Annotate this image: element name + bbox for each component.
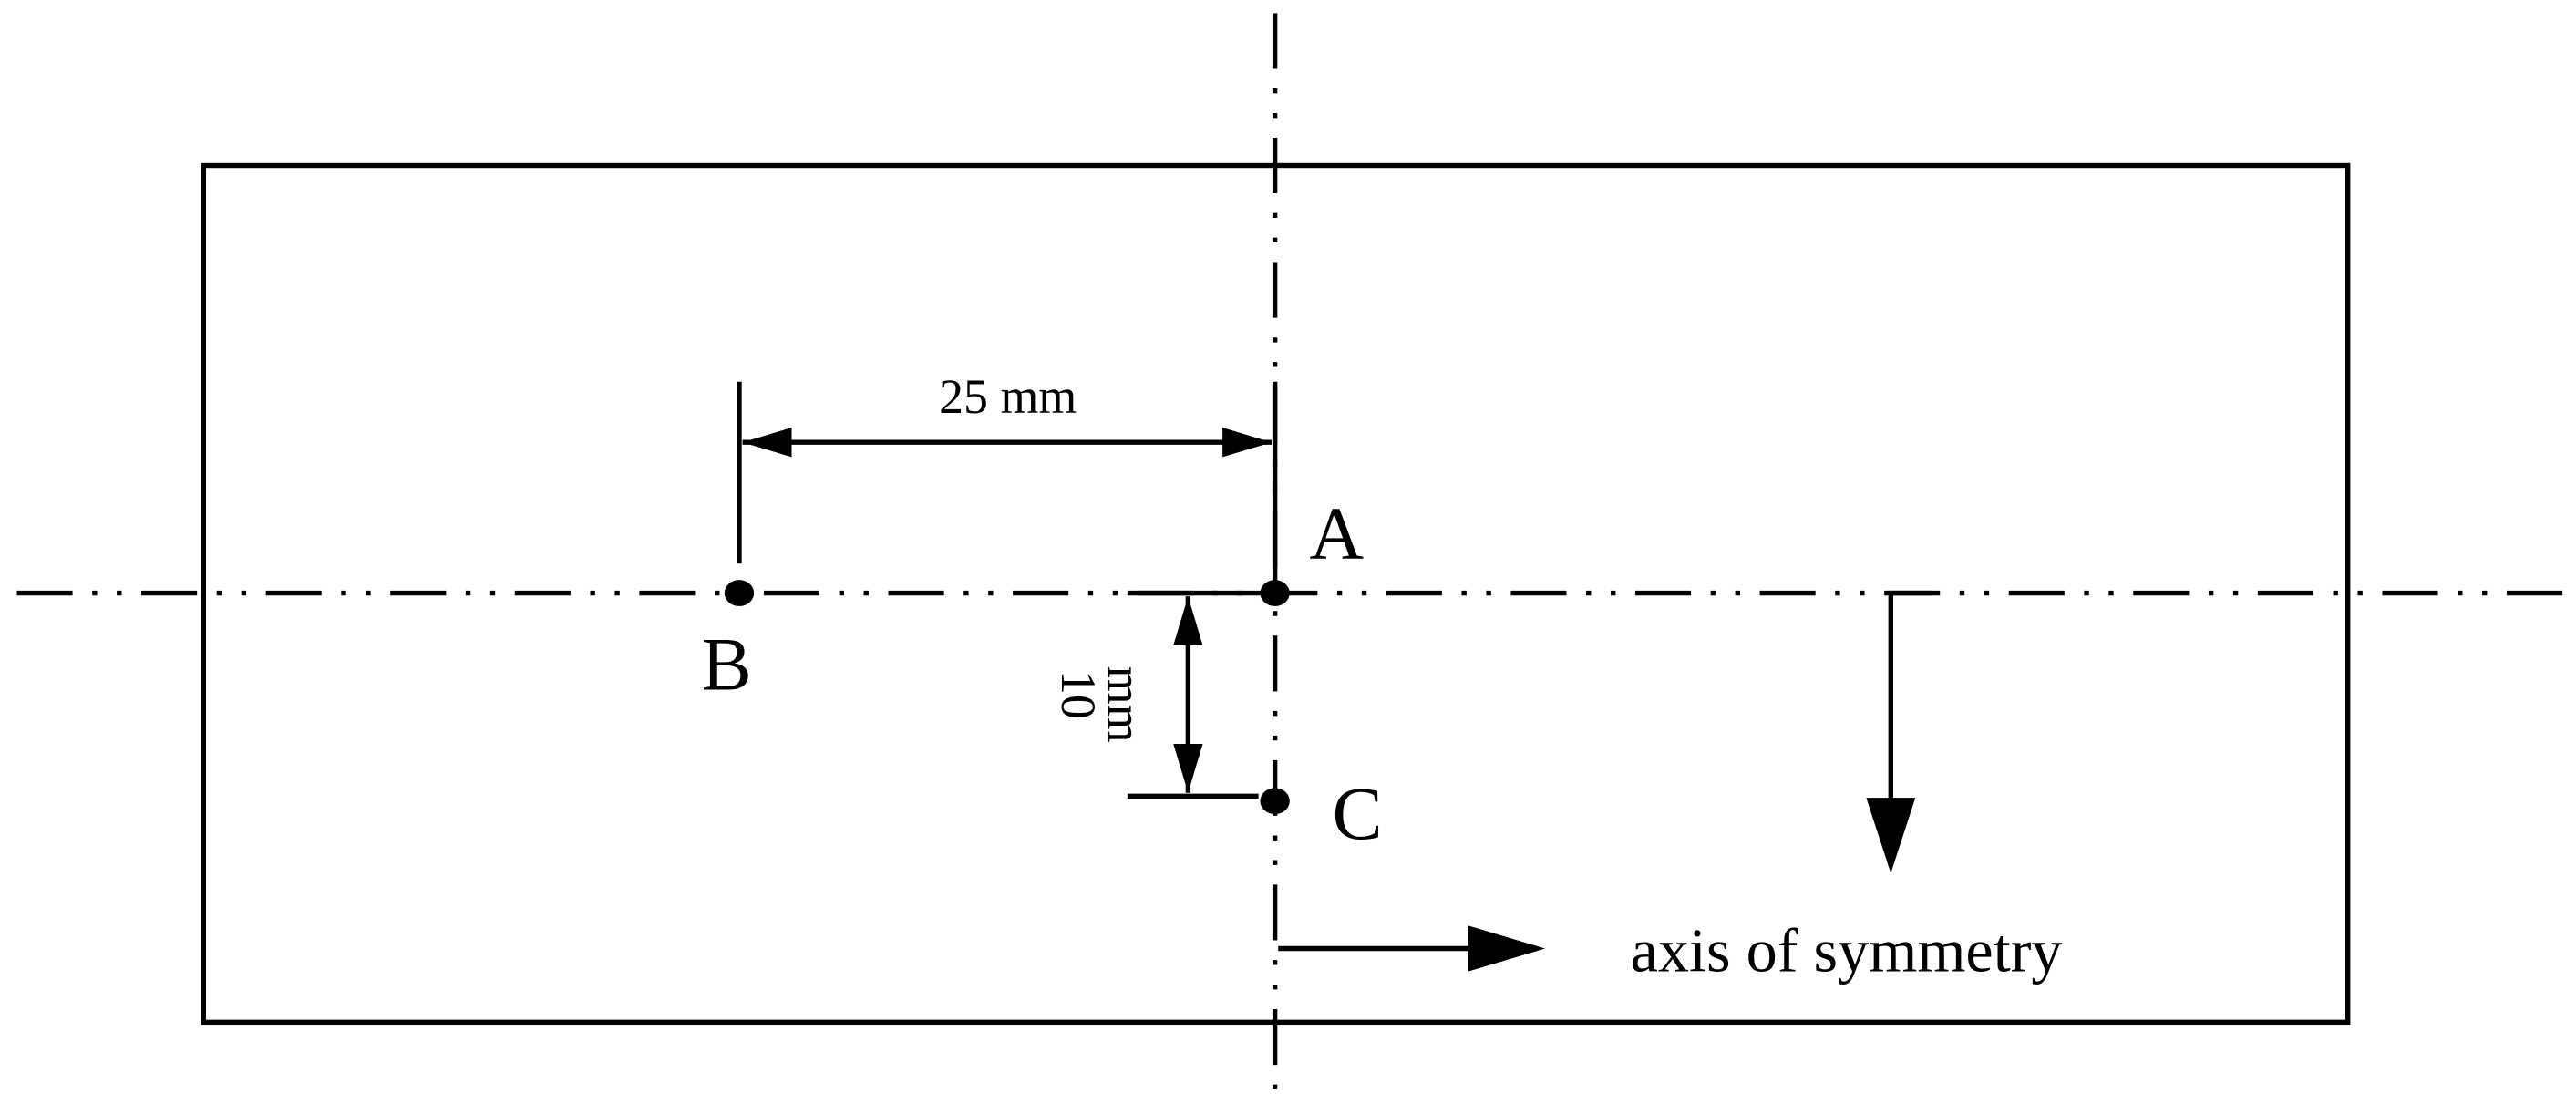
section-indicator-line [1888,590,1934,820]
point-a-label: A [1309,491,1364,575]
legend-arrow-head [1468,925,1546,972]
legend-axis-label: axis of symmetry [1631,916,2063,985]
dimension-label-25mm: 25 mm [939,369,1077,424]
section-arrow-head [1866,798,1916,873]
point-b-label: B [702,623,752,707]
point-c-label: C [1333,771,1383,855]
point-b-marker [724,580,755,606]
point-a-marker [1260,580,1290,606]
dimension-label-10: 10 [1051,670,1106,719]
dimension-label-mm: mm [1097,666,1151,743]
point-c-marker [1260,788,1290,815]
